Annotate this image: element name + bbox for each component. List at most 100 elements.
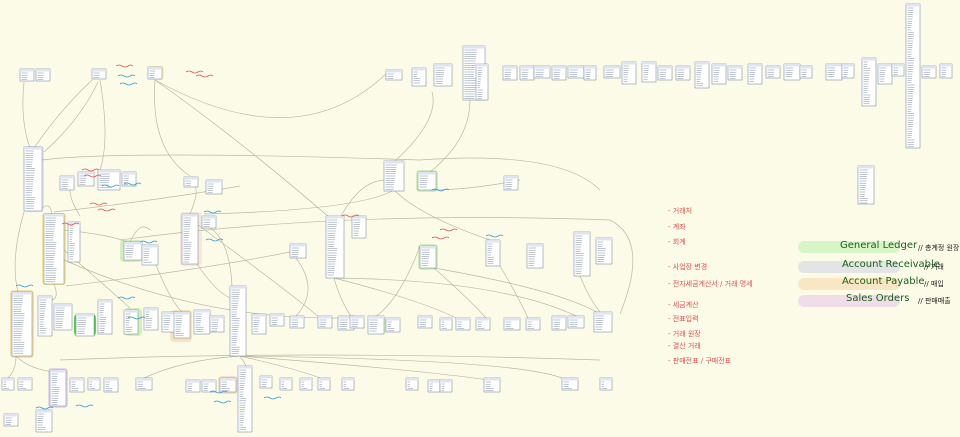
- entity-table[interactable]: [325, 215, 345, 279]
- entity-table[interactable]: [123, 309, 139, 335]
- entity-table[interactable]: [621, 61, 637, 85]
- entity-table[interactable]: [317, 315, 333, 329]
- entity-table[interactable]: [526, 243, 544, 269]
- entity-table[interactable]: [97, 299, 113, 335]
- entity-table[interactable]: [485, 239, 501, 267]
- entity-table[interactable]: [799, 65, 813, 79]
- entity-table[interactable]: [417, 171, 437, 191]
- entity-table[interactable]: [891, 63, 905, 77]
- entity-table[interactable]: [201, 215, 217, 229]
- entity-table[interactable]: [11, 291, 33, 357]
- entity-table[interactable]: [533, 65, 551, 79]
- entity-table[interactable]: [475, 317, 491, 331]
- entity-table[interactable]: [427, 379, 441, 393]
- entity-table[interactable]: [675, 65, 691, 81]
- entity-table[interactable]: [503, 175, 519, 191]
- entity-table[interactable]: [694, 61, 710, 89]
- entity-table[interactable]: [351, 215, 367, 239]
- entity-table[interactable]: [183, 176, 199, 188]
- entity-table[interactable]: [439, 379, 453, 393]
- entity-table[interactable]: [711, 63, 727, 85]
- entity-table[interactable]: [439, 317, 453, 331]
- entity-table[interactable]: [595, 237, 613, 265]
- entity-table[interactable]: [417, 315, 433, 329]
- entity-table[interactable]: [1, 377, 15, 391]
- entity-table[interactable]: [877, 63, 893, 85]
- entity-table[interactable]: [861, 57, 877, 107]
- entity-table[interactable]: [35, 68, 51, 82]
- entity-table[interactable]: [75, 313, 95, 337]
- entity-table[interactable]: [17, 377, 33, 391]
- entity-table[interactable]: [77, 171, 95, 187]
- entity-table[interactable]: [143, 307, 159, 331]
- entity-table[interactable]: [37, 295, 53, 337]
- entity-table[interactable]: [765, 65, 781, 79]
- entity-table[interactable]: [259, 375, 273, 389]
- entity-table[interactable]: [69, 377, 85, 393]
- entity-table[interactable]: [405, 377, 419, 391]
- entity-table[interactable]: [385, 317, 401, 333]
- entity-table[interactable]: [921, 65, 937, 79]
- entity-table[interactable]: [599, 377, 613, 391]
- entity-table[interactable]: [193, 309, 211, 335]
- entity-table[interactable]: [87, 377, 101, 391]
- entity-table[interactable]: [103, 377, 119, 393]
- entity-table[interactable]: [209, 315, 225, 333]
- entity-table[interactable]: [455, 317, 471, 331]
- entity-table[interactable]: [279, 377, 293, 391]
- entity-table[interactable]: [135, 377, 153, 391]
- entity-table[interactable]: [857, 165, 875, 205]
- entity-table[interactable]: [385, 69, 403, 81]
- entity-table[interactable]: [503, 317, 521, 331]
- entity-table[interactable]: [205, 179, 223, 195]
- entity-table[interactable]: [411, 67, 427, 87]
- entity-table[interactable]: [433, 63, 453, 87]
- entity-table[interactable]: [49, 369, 67, 407]
- entity-table[interactable]: [289, 315, 305, 329]
- entity-table[interactable]: [419, 245, 437, 269]
- entity-table[interactable]: [593, 311, 613, 333]
- entity-table[interactable]: [219, 377, 237, 393]
- entity-table[interactable]: [367, 315, 385, 335]
- entity-table[interactable]: [502, 65, 518, 81]
- entity-table[interactable]: [229, 285, 247, 357]
- entity-table[interactable]: [341, 377, 355, 391]
- entity-table[interactable]: [583, 65, 597, 81]
- entity-table[interactable]: [519, 65, 535, 81]
- entity-table[interactable]: [841, 63, 855, 79]
- entity-table[interactable]: [349, 315, 365, 329]
- entity-table[interactable]: [905, 3, 921, 149]
- entity-table[interactable]: [573, 231, 591, 277]
- entity-table[interactable]: [825, 63, 843, 81]
- entity-table[interactable]: [641, 61, 657, 83]
- entity-table[interactable]: [567, 65, 585, 79]
- entity-table[interactable]: [147, 66, 163, 80]
- entity-table[interactable]: [3, 413, 19, 427]
- entity-table[interactable]: [201, 379, 217, 393]
- entity-table[interactable]: [551, 315, 567, 331]
- entity-table[interactable]: [251, 313, 267, 335]
- entity-table[interactable]: [237, 365, 253, 433]
- entity-table[interactable]: [141, 244, 159, 266]
- entity-table[interactable]: [483, 377, 501, 393]
- entity-table[interactable]: [657, 65, 673, 81]
- entity-table[interactable]: [383, 160, 405, 192]
- entity-table[interactable]: [121, 171, 137, 187]
- entity-table[interactable]: [19, 68, 35, 82]
- entity-table[interactable]: [67, 221, 81, 263]
- entity-table[interactable]: [747, 63, 763, 85]
- entity-table[interactable]: [939, 63, 953, 79]
- entity-table[interactable]: [603, 65, 621, 79]
- entity-table[interactable]: [43, 213, 65, 285]
- entity-table[interactable]: [289, 243, 307, 259]
- entity-table[interactable]: [317, 377, 331, 391]
- entity-table[interactable]: [567, 315, 585, 329]
- entity-table[interactable]: [475, 63, 489, 101]
- entity-table[interactable]: [561, 377, 579, 391]
- entity-table[interactable]: [97, 169, 121, 191]
- entity-table[interactable]: [783, 63, 801, 81]
- entity-table[interactable]: [59, 175, 75, 191]
- entity-table[interactable]: [551, 65, 567, 81]
- entity-table[interactable]: [23, 146, 43, 212]
